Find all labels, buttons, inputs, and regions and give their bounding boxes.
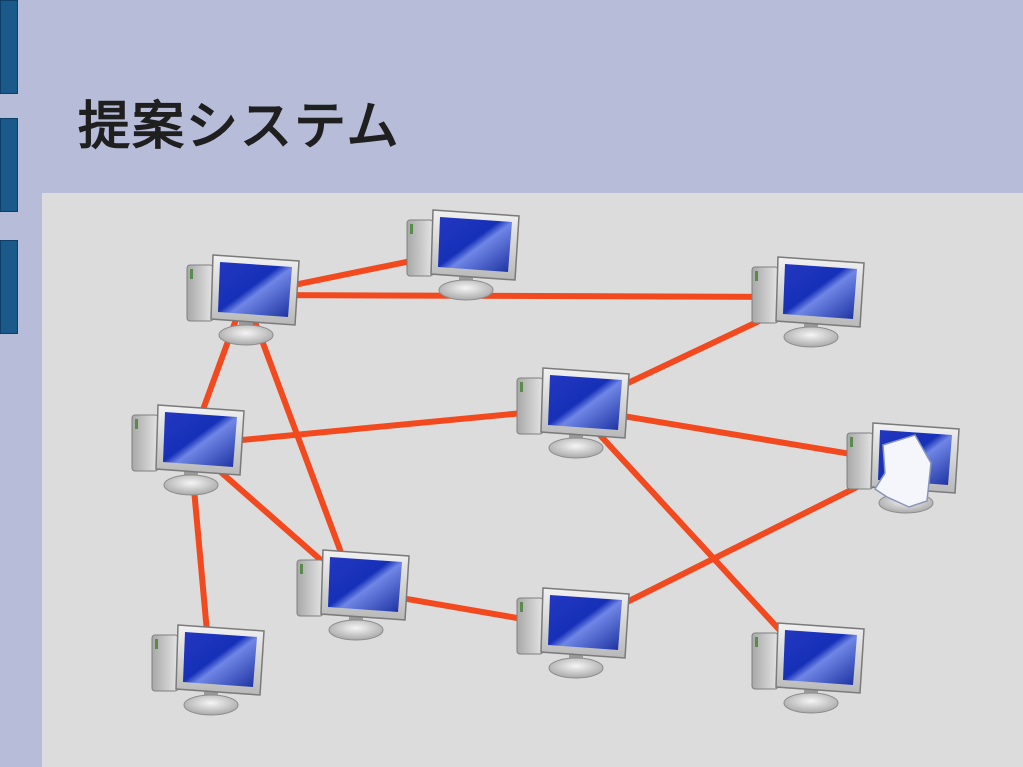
network-link — [242, 292, 813, 300]
document-icon — [873, 434, 932, 508]
computer-icon — [151, 624, 265, 716]
computer-icon — [751, 256, 865, 348]
computer-icon — [516, 587, 630, 679]
computer-icon — [186, 254, 300, 346]
sidebar-tab — [0, 240, 18, 334]
computer-icon — [846, 422, 960, 514]
sidebar-tab — [0, 118, 18, 212]
network-link — [187, 405, 578, 448]
computer-icon — [751, 622, 865, 714]
computer-icon — [406, 209, 520, 301]
slide-title: 提案システム — [78, 97, 401, 157]
network-nodes — [131, 209, 960, 716]
sidebar-tab — [0, 0, 18, 94]
network-link — [572, 460, 908, 631]
computer-icon — [296, 549, 410, 641]
network-link — [242, 292, 358, 593]
network-link — [572, 405, 813, 666]
